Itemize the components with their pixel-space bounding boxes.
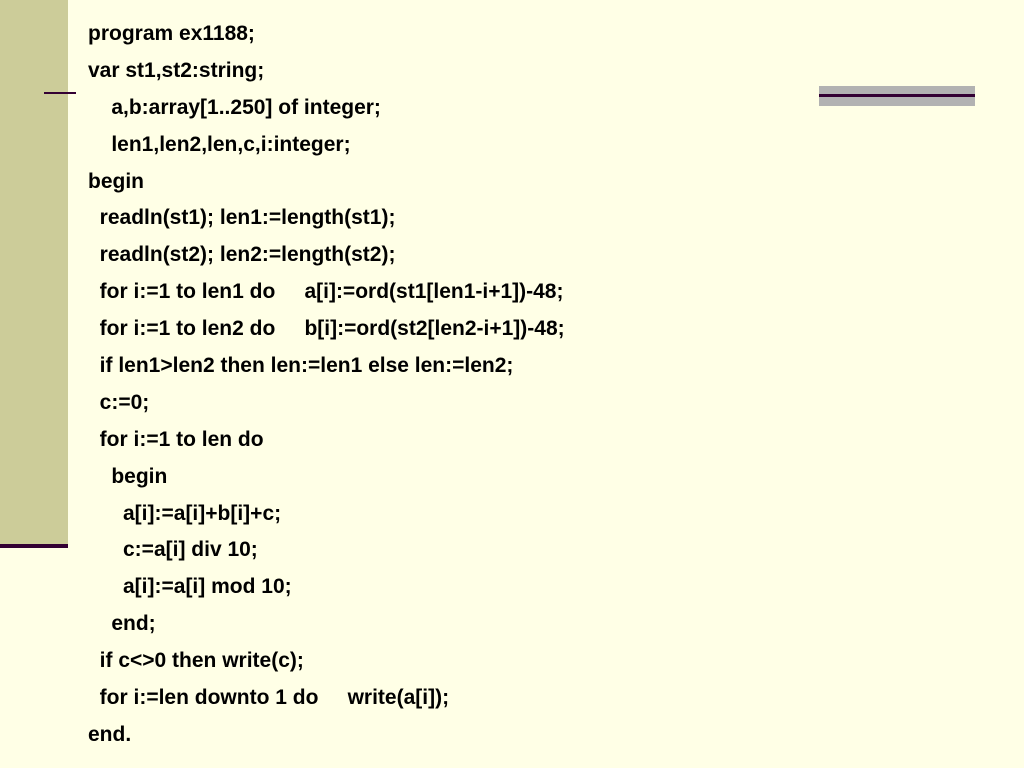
code-line: end. <box>88 722 132 746</box>
decorative-rule <box>44 92 76 94</box>
code-line: c:=0; <box>88 390 150 414</box>
code-line: readln(st1); len1:=length(st1); <box>88 206 396 230</box>
accent-bar <box>819 86 975 106</box>
accent-bar-line <box>819 94 975 97</box>
code-line: for i:=1 to len do <box>88 427 264 451</box>
side-panel <box>0 0 68 545</box>
code-line: c:=a[i] div 10; <box>88 538 258 562</box>
code-line: for i:=1 to len2 do b[i]:=ord(st2[len2-i… <box>88 317 565 341</box>
code-line: end; <box>88 612 156 636</box>
side-panel-underline <box>0 544 68 548</box>
code-line: a[i]:=a[i] mod 10; <box>88 575 292 599</box>
code-line: for i:=1 to len1 do a[i]:=ord(st1[len1-i… <box>88 280 564 304</box>
code-line: a,b:array[1..250] of integer; <box>88 95 381 119</box>
code-line: begin <box>88 169 144 193</box>
code-line: program ex1188; <box>88 22 255 45</box>
code-line: readln(st2); len2:=length(st2); <box>88 243 396 267</box>
code-line: len1,len2,len,c,i:integer; <box>88 132 351 156</box>
code-line: begin <box>88 464 168 488</box>
code-line: for i:=len downto 1 do write(a[i]); <box>88 686 450 710</box>
code-line: var st1,st2:string; <box>88 58 265 82</box>
code-line: if c<>0 then write(c); <box>88 649 304 673</box>
code-listing: program ex1188; var st1,st2:string; a,b:… <box>88 16 565 754</box>
code-line: if len1>len2 then len:=len1 else len:=le… <box>88 354 514 378</box>
code-line: a[i]:=a[i]+b[i]+c; <box>88 501 282 525</box>
